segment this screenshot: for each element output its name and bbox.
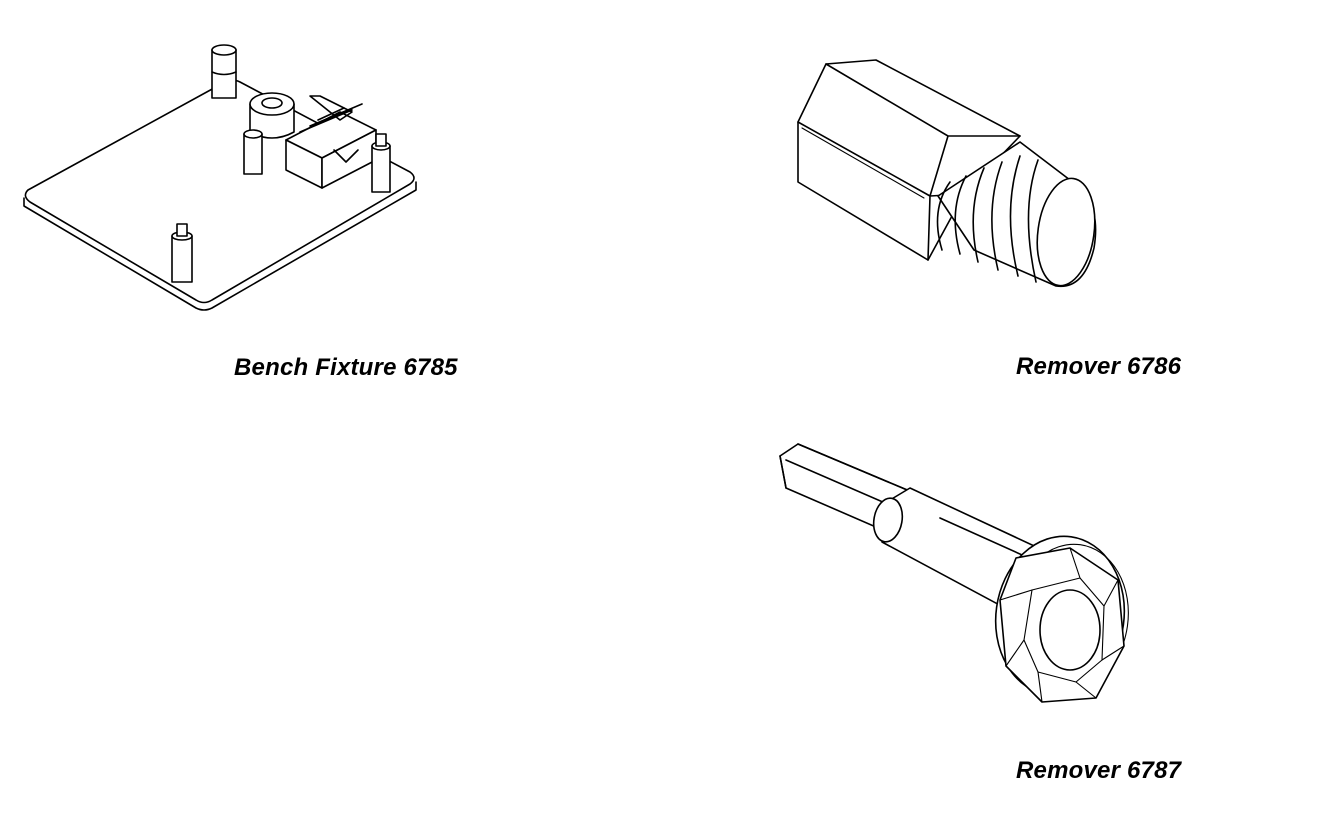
remover-6786-caption: Remover 6786 bbox=[1016, 353, 1182, 380]
bench-fixture-caption: Bench Fixture 6785 bbox=[234, 354, 458, 381]
remover-6787-caption: Remover 6787 bbox=[1016, 757, 1182, 784]
bench-fixture-drawing bbox=[23, 44, 417, 311]
remover-6787-drawing bbox=[779, 443, 1129, 703]
remover-6786-drawing bbox=[797, 59, 1097, 288]
